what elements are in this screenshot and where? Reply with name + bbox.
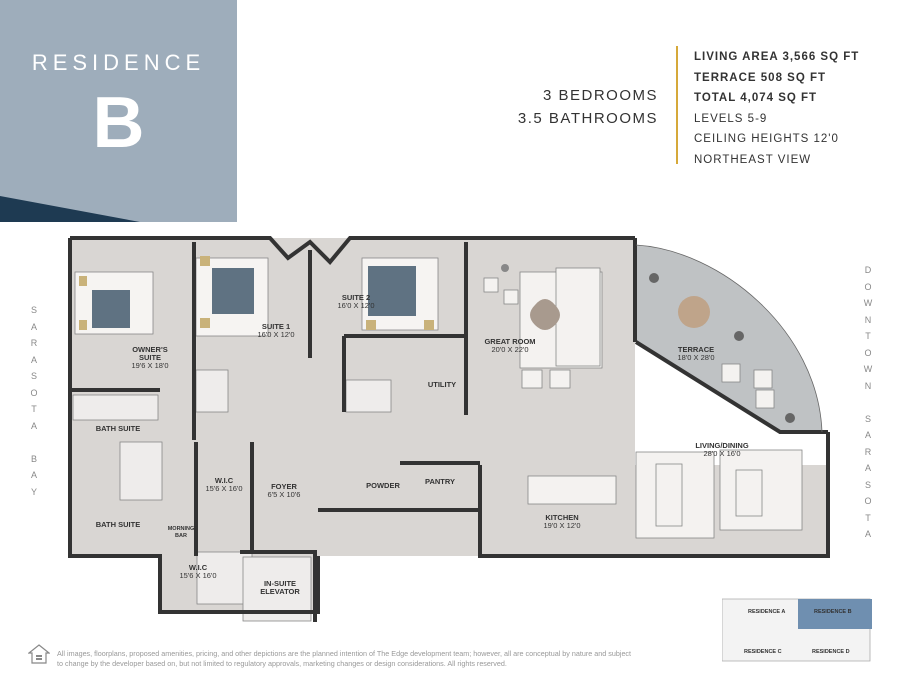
walls xyxy=(68,236,830,622)
spec-living-area: LIVING AREA 3,566 SQ FT xyxy=(694,51,860,63)
spec-ceiling: CEILING HEIGHTS 12'0 xyxy=(694,133,839,145)
powder-label: POWDER xyxy=(366,481,400,490)
owners-suite-label2: SUITE xyxy=(139,353,161,362)
spec-divider xyxy=(676,46,678,164)
morning-bar-label: MORNING xyxy=(168,526,195,532)
kitchen-dims: 19'0 X 12'0 xyxy=(543,521,580,530)
suite1-label: SUITE 1 xyxy=(262,322,290,331)
spec-view: NORTHEAST VIEW xyxy=(694,153,812,166)
bath-suite-top-label: BATH SUITE xyxy=(96,424,140,433)
spec-terrace: TERRACE 508 SQ FT xyxy=(694,71,827,84)
elevator-label: IN-SUITE xyxy=(264,579,296,588)
key-plan-highlight xyxy=(798,599,872,629)
terrace-floor xyxy=(636,245,822,432)
suite2-dims: 16'0 X 12'0 xyxy=(337,301,374,310)
key-plan: RESIDENCE A RESIDENCE B RESIDENCE C RESI… xyxy=(722,598,872,662)
great-room-label: GREAT ROOM xyxy=(484,337,535,346)
spec-levels: LEVELS 5-9 xyxy=(694,112,768,125)
pantry-label: PANTRY xyxy=(425,477,455,486)
terrace-dims: 18'0 X 28'0 xyxy=(677,353,714,362)
key-residence-c: RESIDENCE C xyxy=(744,649,782,655)
morning-bar-label2: BAR xyxy=(175,533,187,539)
great-room-dims: 20'0 X 22'0 xyxy=(491,345,528,354)
foyer-dims: 6'5 X 10'6 xyxy=(268,490,301,499)
disclaimer: All images, floorplans, proposed ameniti… xyxy=(57,649,632,668)
key-residence-a: RESIDENCE A xyxy=(748,609,785,615)
equal-housing-icon xyxy=(28,644,50,664)
residence-letter: B xyxy=(92,83,145,163)
spec-list: LIVING AREA 3,566 SQ FT TERRACE 508 SQ F… xyxy=(694,47,859,170)
kitchen-label: KITCHEN xyxy=(545,513,578,522)
wic-upper-dims: 15'6 X 16'0 xyxy=(205,484,242,493)
owners-bed xyxy=(74,271,154,335)
owners-suite-dims: 19'6 X 18'0 xyxy=(131,361,168,370)
residence-label: RESIDENCE xyxy=(31,50,206,75)
suite1-dims: 16'0 X 12'0 xyxy=(257,330,294,339)
suite2-bed xyxy=(361,257,439,331)
bedrooms-count: 3 BEDROOMS xyxy=(542,87,658,104)
wic-lower-label: W.I.C xyxy=(189,563,208,572)
elevator-label2: ELEVATOR xyxy=(260,587,300,596)
living-dining-label: LIVING/DINING xyxy=(695,441,749,450)
owners-suite-label: OWNER'S xyxy=(132,345,168,354)
key-residence-d: RESIDENCE D xyxy=(812,649,850,655)
bath-suite-bottom-label: BATH SUITE xyxy=(96,520,140,529)
utility-label: UTILITY xyxy=(428,380,456,389)
foyer-label: FOYER xyxy=(271,482,297,491)
wic-upper-label: W.I.C xyxy=(215,476,234,485)
bathrooms-count: 3.5 BATHROOMS xyxy=(517,110,658,127)
terrace-label: TERRACE xyxy=(678,345,714,354)
suite1-bed xyxy=(195,256,269,337)
header-stripe xyxy=(0,196,140,222)
spec-total: TOTAL 4,074 SQ FT xyxy=(694,92,818,104)
key-residence-b: RESIDENCE B xyxy=(814,609,852,615)
living-dining-dims: 28'0 X 16'0 xyxy=(703,449,740,458)
wic-lower-dims: 15'6 X 16'0 xyxy=(179,571,216,580)
unit-summary: 3 BEDROOMS 3.5 BATHROOMS xyxy=(518,84,658,130)
suite2-label: SUITE 2 xyxy=(342,293,370,302)
header-block xyxy=(0,0,237,222)
